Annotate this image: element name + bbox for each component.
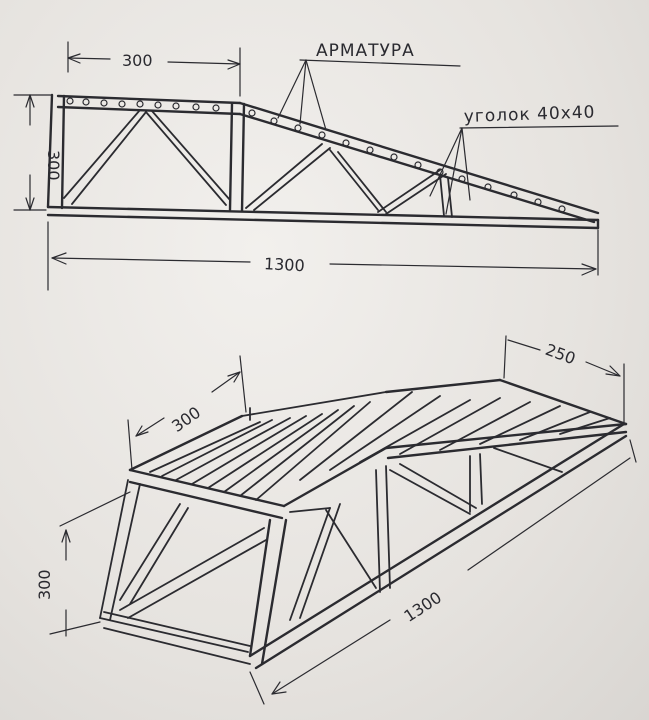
dim-total-side-text: 1300	[263, 254, 305, 275]
rebar-row-side	[66, 97, 566, 213]
dim-top-length-iso-text: 300	[168, 403, 204, 436]
dim-width-iso-text: 250	[543, 340, 578, 368]
dim-width-iso	[503, 335, 625, 425]
dim-top-length-side-text: 300	[122, 51, 153, 70]
iso-front-post	[248, 518, 288, 666]
bottom-chord	[46, 205, 600, 230]
iso-back-bottom-chord	[99, 617, 251, 665]
iso-slope-rail	[384, 378, 628, 460]
iso-rebar-rungs	[149, 391, 611, 501]
dim-top-length-iso	[127, 355, 247, 471]
leader-angle	[429, 125, 619, 215]
dim-height-side	[13, 94, 53, 211]
iso-back-diagonals	[103, 503, 267, 647]
dim-height-side-text: 300	[44, 150, 63, 181]
top-chord-flat	[56, 94, 242, 116]
middle-post	[228, 102, 246, 213]
side-view: АРМАТУРА уголок 40х40 300 300	[13, 41, 619, 291]
dim-total-iso-text: 1300	[400, 588, 444, 626]
dim-height-iso	[49, 491, 131, 637]
rebar-label: АРМАТУРА	[316, 41, 415, 61]
leader-rebar	[277, 59, 461, 131]
iso-back-post	[99, 479, 141, 621]
iso-front-diagonals	[289, 447, 563, 621]
dim-total-side	[47, 221, 599, 291]
iso-flat-rail	[241, 391, 387, 421]
iso-view: 300 250 300 1300	[35, 335, 637, 705]
iso-front-bottom-chord	[248, 422, 628, 670]
diagonals	[63, 109, 453, 218]
dim-top-length-side	[67, 41, 241, 97]
angle-label: уголок 40х40	[463, 102, 595, 127]
left-post	[46, 93, 66, 210]
dim-total-iso	[249, 439, 637, 705]
dim-height-iso-text: 300	[35, 569, 54, 600]
